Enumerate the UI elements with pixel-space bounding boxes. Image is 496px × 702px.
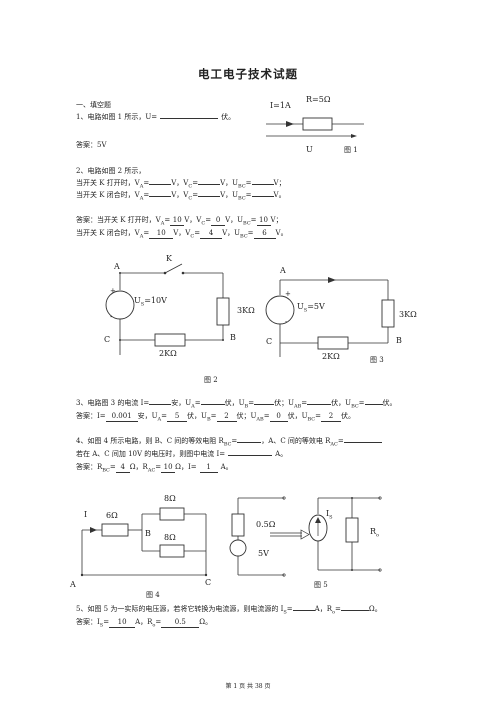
fig3-node-c: C (266, 337, 273, 346)
fig2-node-a: A (114, 262, 120, 271)
question-2-line-2: 当开关 K 闭合时，VA=V，VC=V，UBC=V。 (76, 191, 286, 202)
fig5-ro-label: Ro (370, 527, 380, 539)
fig4-caption: 图 4 (146, 591, 160, 599)
answer-1: 答案：5V (76, 141, 107, 149)
fig3-node-a: A (280, 266, 286, 275)
fig3-node-b: B (396, 336, 402, 345)
fig3-caption: 图 3 (370, 356, 384, 364)
fig1-current-label: I=1A (270, 101, 291, 110)
page-title: 电工电子技术试题 (198, 67, 298, 81)
fig2-source-label: US=10V (134, 296, 167, 308)
question-3: 3、电路图 3 的电流 I=安，UA=伏，UB=伏；UAB=伏，UBC=伏。 (76, 399, 397, 410)
question-2-title: 2、电路如图 2 所示， (76, 167, 146, 175)
fig4-node-a: A (70, 580, 76, 589)
question-4-line-1: 4、如图 4 所示电路，则 B、C 间的等效电阻 RBC=，A、C 间的等效电 … (76, 437, 382, 449)
fig3-r1-label: 3KΩ (399, 310, 417, 319)
fig2-plus: + (110, 287, 116, 295)
fig3-source-label: US=5V (297, 302, 325, 314)
fig5-caption: 图 5 (314, 581, 328, 589)
fig2-minus: - (110, 313, 113, 321)
fig1-caption: 图 1 (344, 146, 358, 154)
fig4-r2-label: 8Ω (164, 494, 176, 503)
fig4-current-label: I (84, 510, 88, 519)
question-2-line-1: 当开关 K 打开时，VA=V，VC=V，UBC=V； (76, 179, 286, 190)
question-1: 1、电路如图 1 所示，U=伏。 (76, 113, 236, 121)
section-heading: 一、填空题 (76, 101, 111, 109)
fig2-node-b: B (230, 333, 236, 342)
fig1-voltage-label: U (306, 145, 313, 154)
fig3-plus: + (285, 290, 291, 298)
fig2-caption: 图 2 (204, 376, 218, 384)
fig2-switch-k: K (166, 254, 172, 263)
fig3-minus: - (285, 318, 288, 326)
fig2-node-c: C (104, 335, 111, 344)
fig5-current-source-label: IS (326, 509, 333, 521)
fig5-r-in-label: 0.5Ω (256, 520, 276, 529)
fig4-r1-label: 6Ω (106, 511, 118, 520)
question-4-line-2: 若在 A、C 间加 10V 的电压时，则图中电流 I=A。 (76, 450, 288, 458)
fig2-r1-label: 3KΩ (237, 306, 255, 315)
fig4-node-b: B (145, 529, 151, 538)
fig1-resistor-label: R=5Ω (306, 95, 331, 104)
fig4-r3-label: 8Ω (164, 533, 176, 542)
fig2-r2-label: 2KΩ (159, 349, 177, 358)
fig5-voltage-label: 5V (258, 549, 269, 558)
fig3-r2-label: 2KΩ (322, 352, 340, 361)
question-5: 5、如图 5 为一实际的电压源，若将它转换为电流源，则电流源的 IS=A，Ro=… (76, 605, 382, 616)
fig4-node-c: C (205, 578, 212, 587)
page-footer: 第 1 页 共 38 页 (225, 683, 271, 690)
